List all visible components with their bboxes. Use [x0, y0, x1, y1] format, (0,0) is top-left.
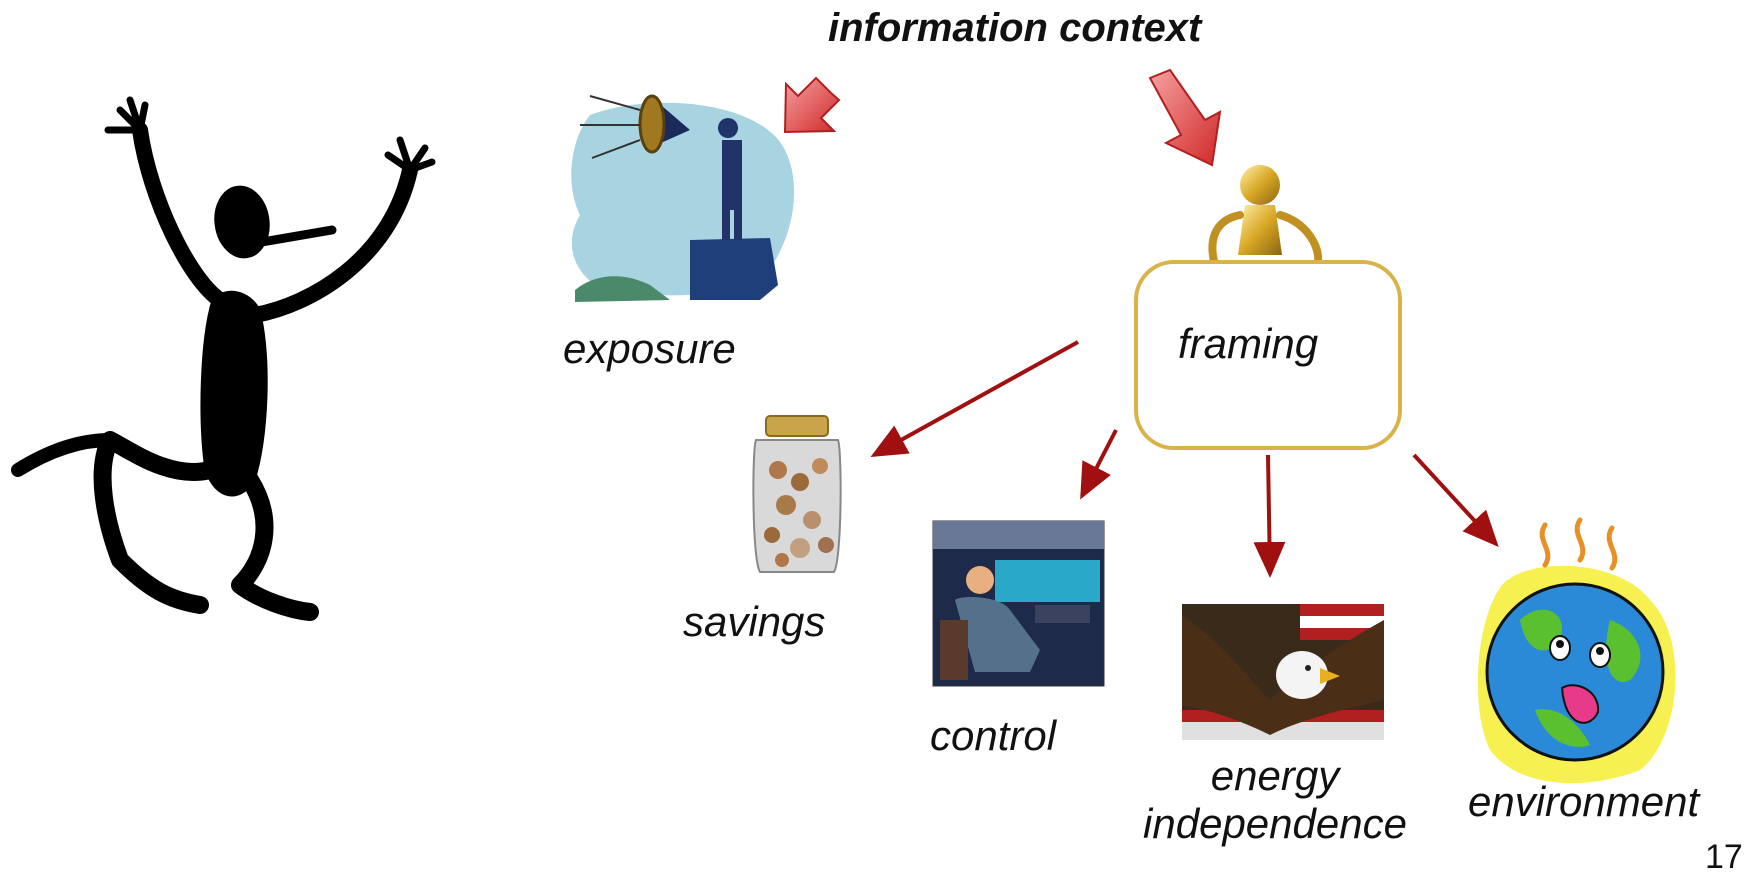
coin-jar-icon — [752, 415, 842, 573]
diagram-canvas — [11, 68, 1676, 784]
diagram-title: information context — [828, 6, 1202, 50]
eagle-flag-icon — [1182, 604, 1384, 740]
label-energy-line1: energy — [1210, 752, 1340, 799]
label-energy-independence: energy independence — [1122, 752, 1428, 848]
label-framing: framing — [1178, 320, 1319, 367]
gold-figure-icon — [1208, 165, 1323, 269]
arrow-to-energy — [1253, 454, 1286, 578]
input-arrow-exposure — [783, 76, 841, 134]
label-exposure: exposure — [563, 325, 736, 372]
input-arrow-framing — [1148, 68, 1222, 167]
arrow-to-environment — [1412, 453, 1499, 547]
label-control: control — [930, 712, 1057, 759]
framing-box — [1134, 260, 1402, 450]
megaphone-icon — [571, 94, 795, 302]
label-savings: savings — [683, 598, 826, 645]
dancing-figure-icon — [11, 96, 436, 621]
arrow-to-control — [1080, 429, 1118, 500]
pilot-cockpit-icon — [932, 520, 1105, 687]
label-energy-line2: independence — [1143, 800, 1407, 847]
label-environment: environment — [1468, 778, 1700, 825]
sweating-earth-icon — [1477, 517, 1676, 784]
arrow-to-savings — [870, 340, 1079, 457]
